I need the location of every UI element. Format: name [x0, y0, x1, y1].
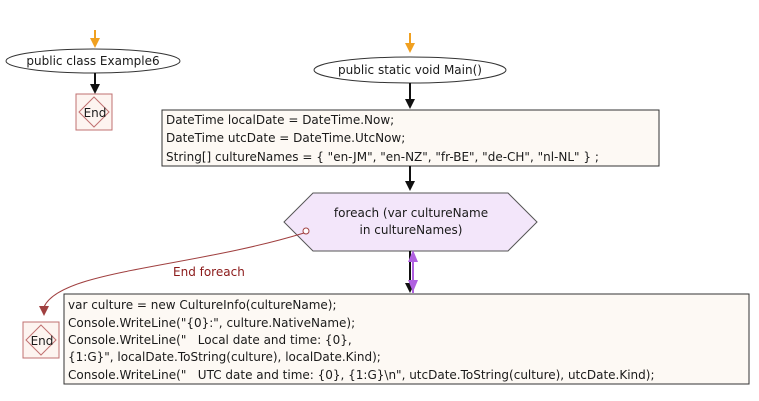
main-node: public static void Main() [313, 56, 507, 84]
init-to-loop-arrow [405, 166, 415, 191]
init-block: DateTime localDate = DateTime.Now; DateT… [161, 109, 660, 167]
class-node: public class Example6 [5, 48, 181, 74]
body-line-2: Console.WriteLine("{0}:", culture.Native… [68, 316, 355, 330]
end-node-bottom: End [22, 321, 60, 359]
class-node-label: public class Example6 [26, 54, 159, 68]
body-line-4: {1:G}", localDate.ToString(culture), loc… [68, 350, 381, 364]
main-node-label: public static void Main() [338, 63, 482, 77]
body-line-5: Console.WriteLine(" UTC date and time: {… [68, 368, 655, 382]
end-top-label: End [84, 106, 107, 120]
init-line-3: String[] cultureNames = { "en-JM", "en-N… [166, 150, 599, 164]
loop-line-2: in cultureNames) [360, 223, 463, 237]
foreach-loop-node: foreach (var cultureName in cultureNames… [283, 192, 538, 252]
end-bottom-label: End [31, 334, 54, 348]
end-node-top: End [75, 93, 113, 131]
loop-end-label: End foreach [173, 265, 245, 279]
loop-back-arrow [408, 250, 418, 293]
init-line-2: DateTime utcDate = DateTime.UtcNow; [166, 131, 405, 145]
body-line-1: var culture = new CultureInfo(cultureNam… [68, 298, 337, 312]
body-line-3: Console.WriteLine(" Local date and time:… [68, 333, 352, 347]
loop-body-block: var culture = new CultureInfo(cultureNam… [63, 293, 750, 385]
class-to-end-arrow [90, 73, 100, 94]
main-start-arrow [405, 33, 415, 53]
loop-line-1: foreach (var cultureName [334, 206, 488, 220]
class-start-arrow [90, 30, 100, 48]
main-to-init-arrow [405, 83, 415, 109]
init-line-1: DateTime localDate = DateTime.Now; [166, 113, 394, 127]
loop-end-connector [39, 227, 310, 316]
